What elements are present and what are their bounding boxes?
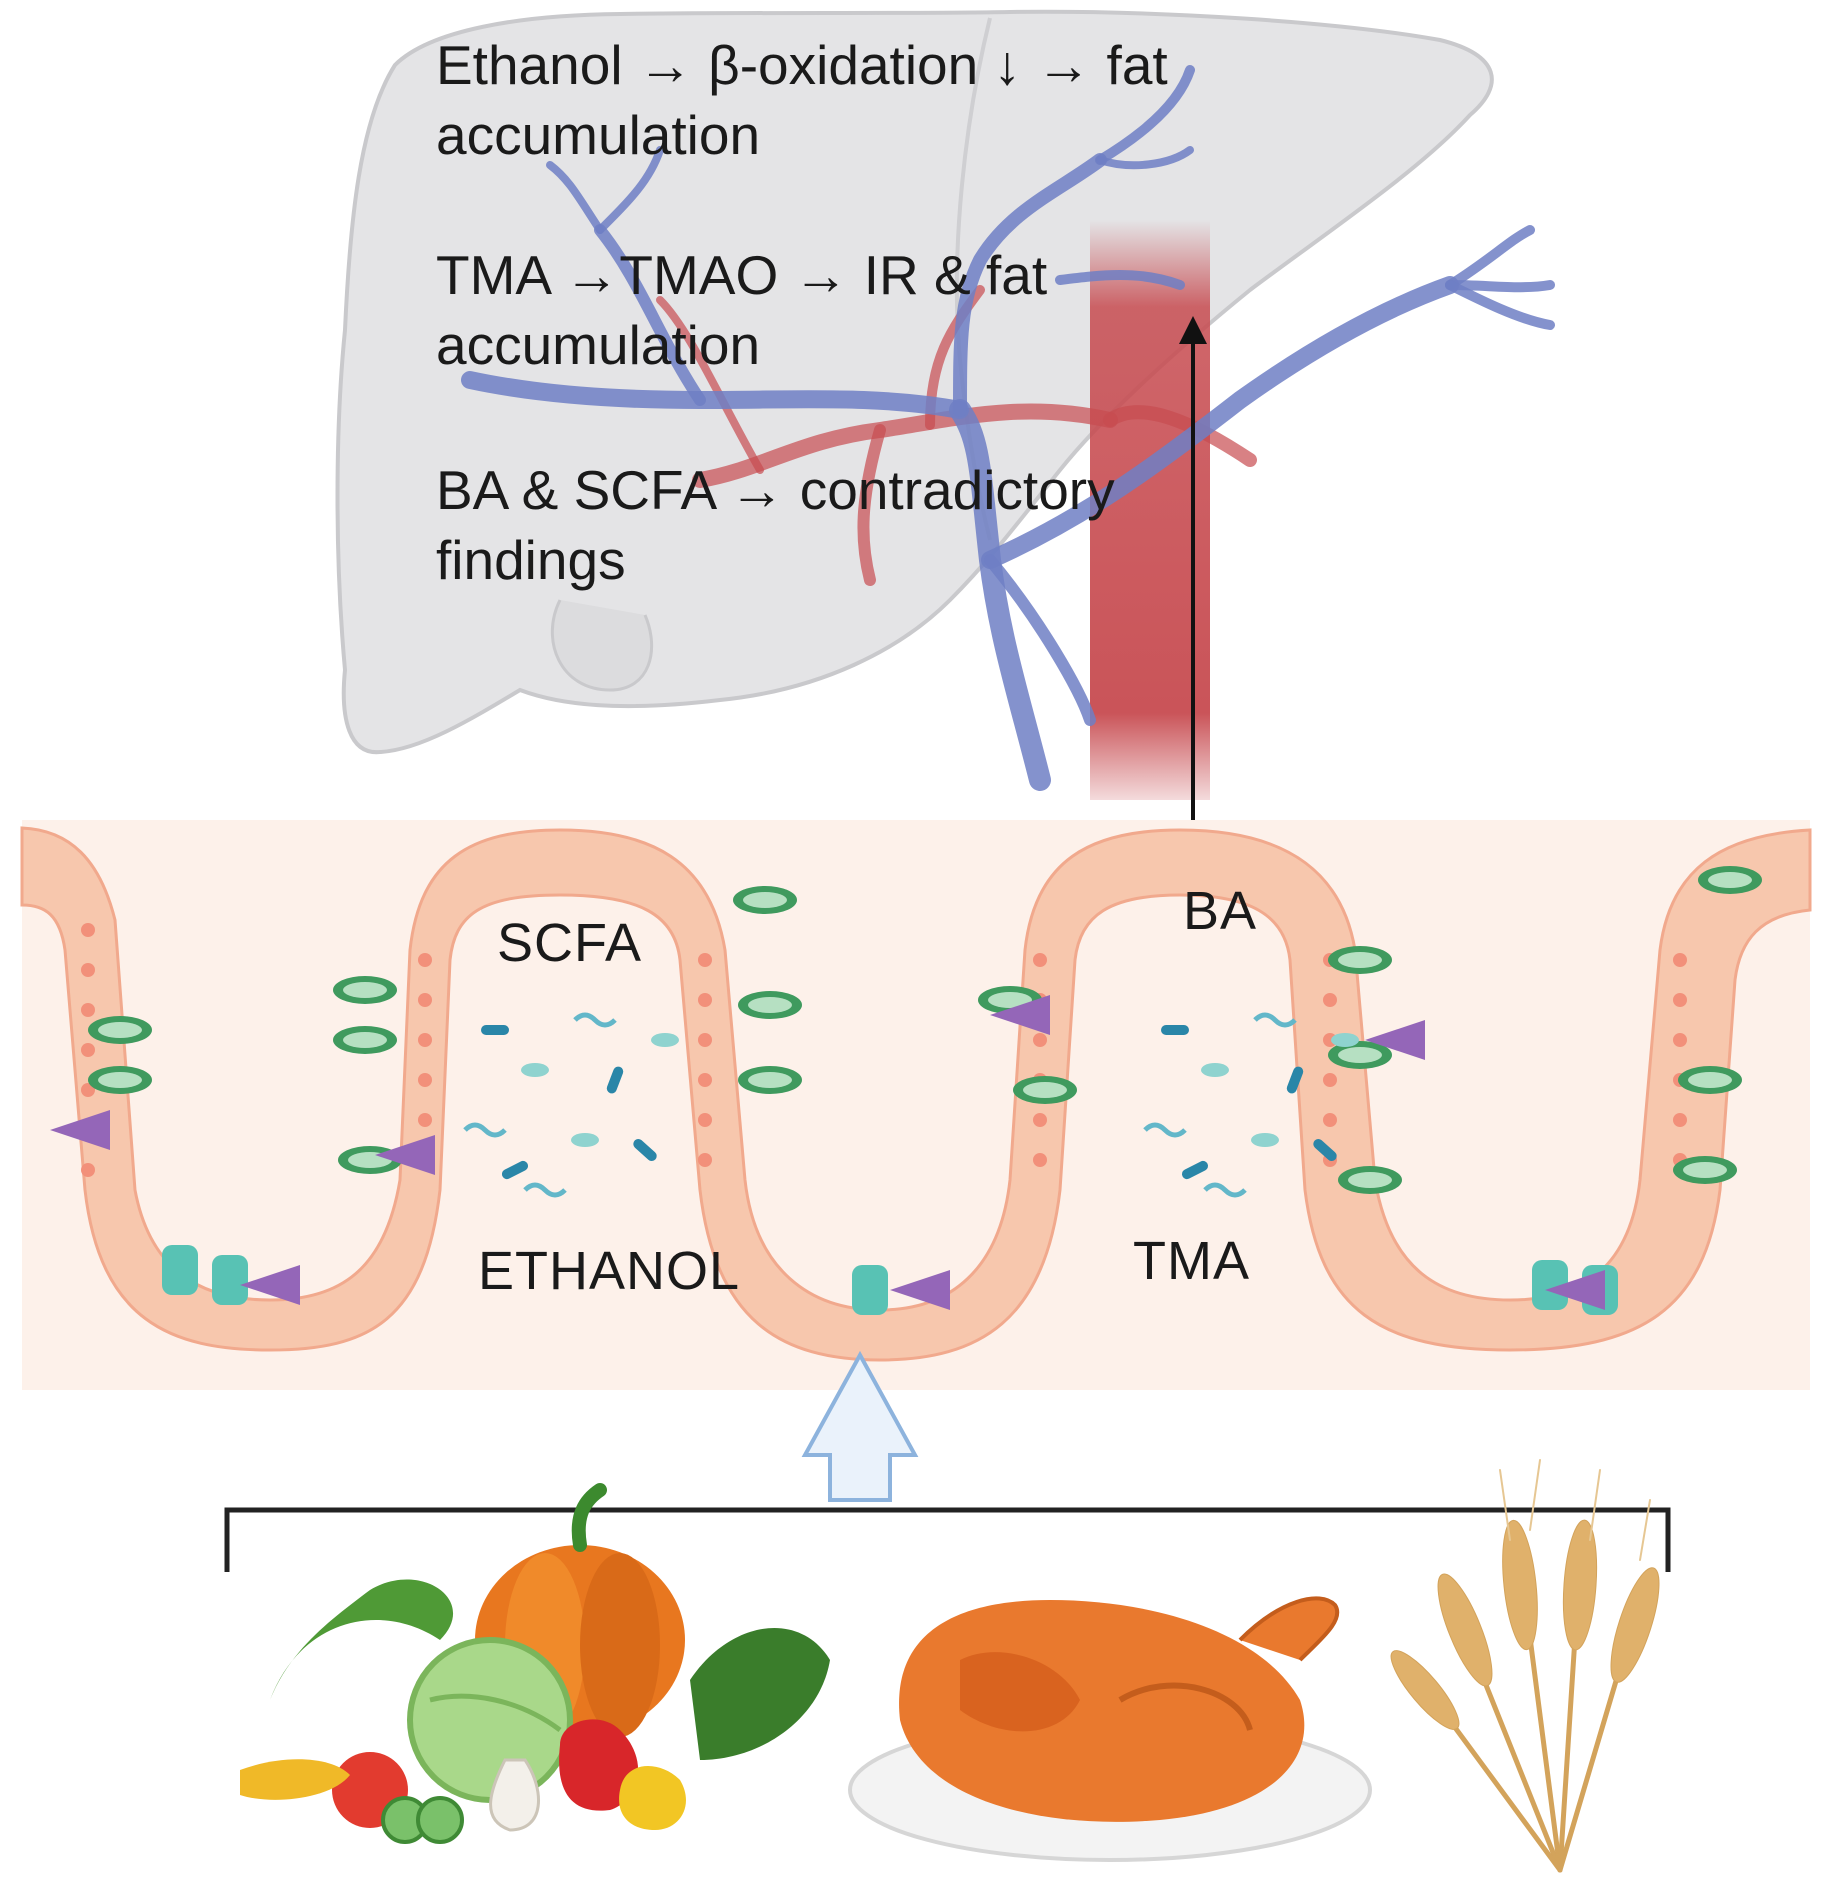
enteroendocrine-cell [240,1265,300,1305]
enteroendocrine-cell [1365,1020,1425,1060]
nucleus [1033,1033,1047,1047]
nucleus [81,1083,95,1097]
enteroendocrine-cell [375,1135,435,1175]
nucleus [1323,993,1337,1007]
goblet-granules [343,982,387,998]
bacterium-rod [1313,1138,1337,1162]
bacterium-rod [633,1138,657,1162]
nucleus [1033,953,1047,967]
goblet-granules [98,1022,142,1038]
liver-statement-ethanol: Ethanol → β-oxidation ↓ → fat accumulati… [436,34,1168,166]
nucleus [1323,1073,1337,1087]
goblet-granules [1688,1072,1732,1088]
goblet-granules [1338,1047,1382,1063]
enteroendocrine-cell [50,1110,110,1150]
bacterium-spiral [1253,1012,1297,1028]
goblet-granules [1023,1082,1067,1098]
nucleus [1673,1033,1687,1047]
paneth-cell [1532,1260,1568,1310]
bacterium-spiral [1143,1122,1187,1138]
liver-statement-ba-scfa: BA & SCFA → contradictory findings [436,459,1115,591]
goblet-granules [1348,1172,1392,1188]
paneth-cell [852,1265,888,1315]
enteroendocrine-cell [990,995,1050,1035]
vegetables-icon [240,1483,830,1844]
bacterium-spiral [463,1122,507,1138]
nucleus [698,1033,712,1047]
nucleus [418,1073,432,1087]
gut-label-ba: BA [1183,881,1258,941]
bacteria-clusters [463,1012,1359,1198]
nucleus [1323,1113,1337,1127]
bacterium-cocci [1251,1133,1279,1147]
goblet-granules [1683,1162,1727,1178]
nucleus [1673,993,1687,1007]
bacterium-rod [501,1160,529,1180]
bacterium-cocci [571,1133,599,1147]
bacterium-cocci [521,1063,549,1077]
bacterium-spiral [523,1182,567,1198]
paneth-cell [162,1245,198,1295]
goblet-granules [1338,952,1382,968]
liver-silhouette [335,9,1494,755]
bacterium-spiral [1203,1182,1247,1198]
roast-chicken-icon [848,1596,1372,1862]
gut-label-tma: TMA [1133,1231,1250,1291]
nucleus [698,1073,712,1087]
gut-label-ethanol: ETHANOL [478,1241,741,1301]
enteroendocrine-cell [1545,1270,1605,1310]
epithelial-cells [50,866,1762,1315]
goblet-granules [1708,872,1752,888]
bacterium-cocci [1331,1033,1359,1047]
nucleus [698,993,712,1007]
goblet-granules [988,992,1032,1008]
paneth-cell [212,1255,248,1305]
liver [335,9,1494,755]
nucleus [81,1043,95,1057]
bacterium-rod [1286,1066,1304,1094]
nucleus [698,1113,712,1127]
nucleus [81,1003,95,1017]
nucleus [418,1113,432,1127]
nucleus [81,963,95,977]
bacterium-cocci [1201,1063,1229,1077]
diet-bracket [224,1507,1671,1572]
gallbladder [550,599,654,692]
nucleus [1673,1113,1687,1127]
bacterium-rod [1161,1025,1189,1035]
goblet-granules [98,1072,142,1088]
nucleus [1033,1153,1047,1167]
nucleus [698,953,712,967]
bacterium-spiral [573,1012,617,1028]
bacterium-rod [606,1066,624,1094]
nucleus [418,1033,432,1047]
diet-up-arrow [801,1350,919,1502]
goblet-granules [343,1032,387,1048]
goblet-granules [743,892,787,908]
gut-label-scfa: SCFA [497,913,643,973]
nucleus [81,923,95,937]
goblet-granules [748,997,792,1013]
villi-mucosa [20,826,1812,1362]
bacterium-rod [1181,1160,1209,1180]
nucleus [698,1153,712,1167]
bacterium-cocci [651,1033,679,1047]
nucleus [418,953,432,967]
nucleus [81,1163,95,1177]
liver-statement-tma: TMA →TMAO → IR & fat accumulation [436,244,1048,376]
goblet-granules [748,1072,792,1088]
hepatic-veins [461,65,1555,791]
wheat-icon [1390,1459,1660,1873]
nucleus [1033,1113,1047,1127]
nucleus [418,993,432,1007]
bacterium-rod [481,1025,509,1035]
enteroendocrine-cell [890,1270,950,1310]
nucleus [1673,953,1687,967]
